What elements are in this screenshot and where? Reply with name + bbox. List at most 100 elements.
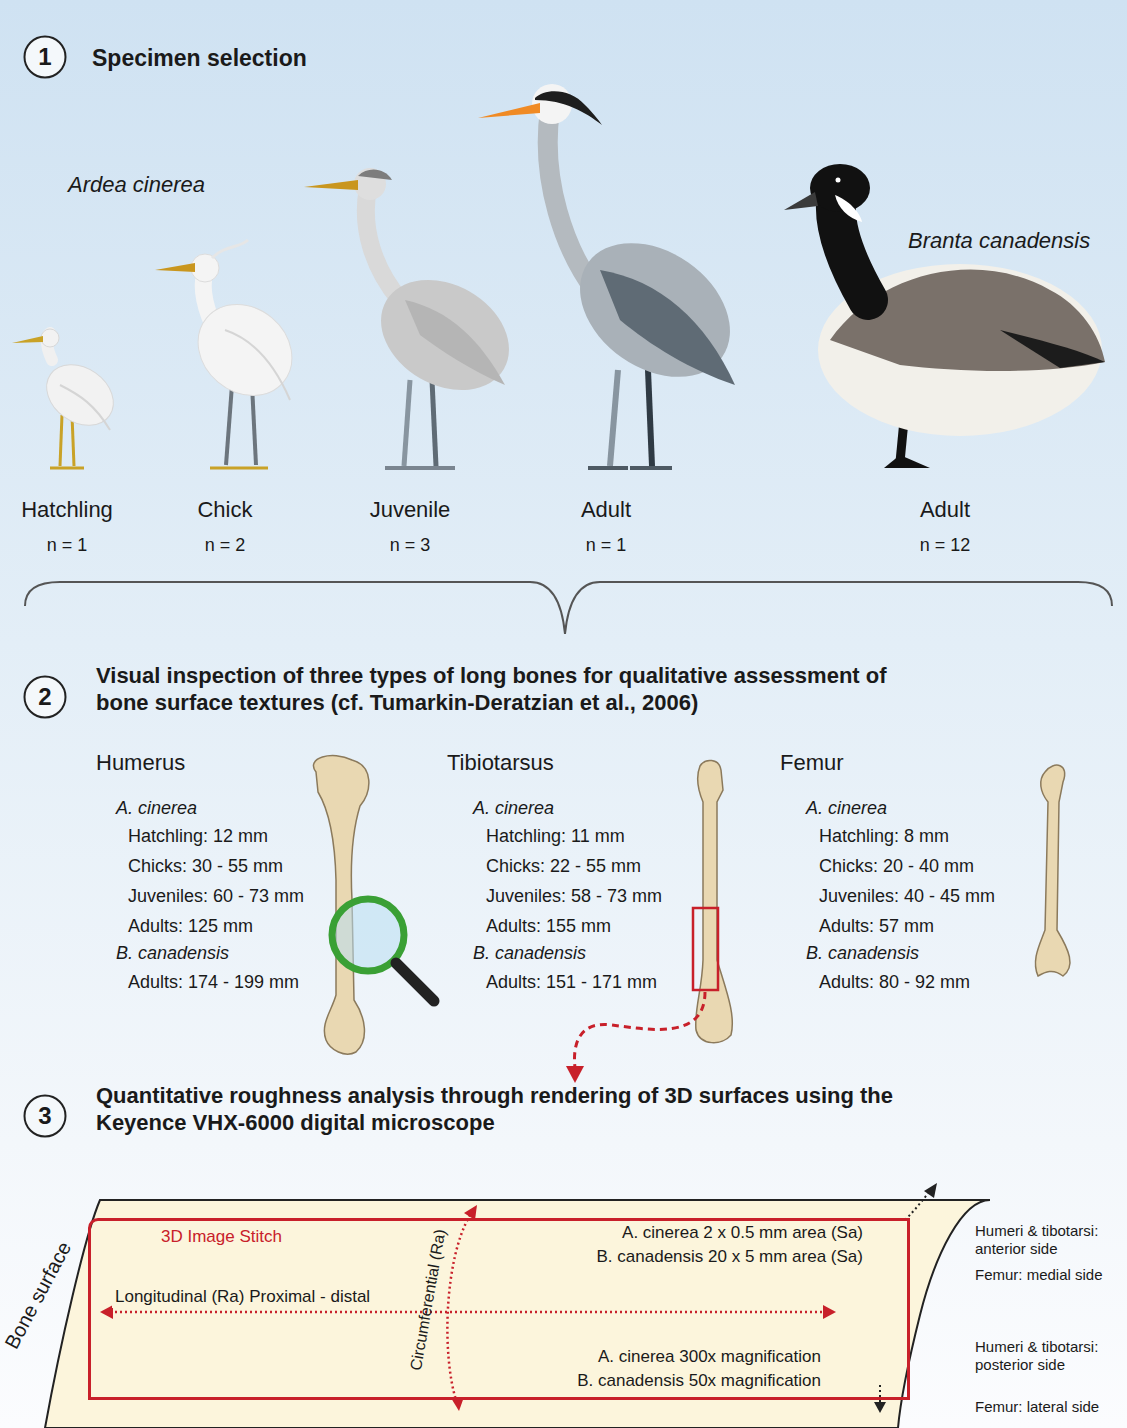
illustration-part [600,270,735,385]
illustration-part [358,170,392,180]
species-name: B. canadensis [806,943,996,965]
step-number-circle: 2 [23,675,67,719]
area-text: 3D Image Stitch [161,1227,361,1248]
annotation-text: Chick [165,497,285,524]
illustration-part [588,466,672,470]
annotation-text: Femur [780,750,980,777]
annotation-text: n = 12 [895,535,995,557]
illustration-part [252,385,256,465]
species-name: Ardea cinerea [68,172,318,199]
illustration-part [648,370,652,466]
illustration-part [225,330,290,400]
annotation-text: Adult [885,497,1005,524]
sheet-shape [45,1200,990,1428]
sample-area-marker [693,908,718,990]
illustration-part [155,263,195,272]
femur-bone [1035,765,1070,976]
annotation-text: Adults: 57 mm [819,916,1029,938]
arrow-head [823,1305,836,1319]
annotation-text: Adults: 174 - 199 mm [128,972,328,994]
annotation-text: Chicks: 30 - 55 mm [128,856,328,878]
illustration-part [385,466,455,470]
annotation-text: Adults: 80 - 92 mm [819,972,1029,994]
circle-shape [25,37,66,78]
annotation-text: Humerus [96,750,296,777]
annotation-text: Humeri & tibotarsi: posterior side [975,1338,1123,1375]
illustration-part [555,215,756,404]
illustration-part [35,352,125,438]
illustration-part [361,258,529,413]
step-number: 1 [38,43,51,71]
annotation-text: Chicks: 22 - 55 mm [486,856,686,878]
species-name: Branta canadensis [908,228,1122,255]
annotation-text: Adults: 155 mm [486,916,686,938]
arrow-head [924,1183,937,1198]
section-heading: Specimen selection [92,44,692,72]
illustration-part [60,415,62,466]
step-number: 2 [38,683,51,711]
annotation-text: Juvenile [350,497,470,524]
illustration-part [836,178,841,183]
annotation-text: n = 1 [556,535,656,557]
annotation-text: Hatchling: 12 mm [128,826,328,848]
illustration-part [226,385,232,465]
annotation-text: Adults: 125 mm [128,916,328,938]
side-arrow [905,1191,930,1220]
circle-shape [25,1096,66,1137]
annotation-text: Chicks: 20 - 40 mm [819,856,1029,878]
illustration-part [210,467,268,470]
annotation-text: Tibiotarsus [447,750,647,777]
circumferential-arrow [447,1215,470,1400]
illustration-part [41,329,59,347]
illustration-part [50,467,84,470]
circle-shape [25,677,66,718]
species-name: B. canadensis [116,943,306,965]
pointer-arrow [574,992,705,1068]
arrow-head [874,1402,886,1413]
illustration-part [191,254,219,282]
annotation-text: Longitudinal (Ra) Proximal - distal [112,1287,373,1308]
illustration-part [12,336,43,343]
illustration-part [836,190,868,300]
species-name: A. cinerea [806,798,996,820]
annotation-text: n = 3 [360,535,460,557]
annotation-text: Hatchling: 11 mm [486,826,686,848]
canada-goose [784,164,1105,468]
illustration-part [535,91,602,125]
juvenile-bird [304,168,529,468]
illustration-part [784,192,818,210]
illustration-part [405,300,505,385]
annotation-text: Juveniles: 60 - 73 mm [128,886,328,908]
illustration-part [180,286,311,415]
section-heading: Visual inspection of three types of long… [96,663,926,717]
illustration-part [884,455,930,468]
area-text: A. cinerea 300x magnification [491,1347,821,1368]
illustration-part [304,180,358,190]
species-name: A. cinerea [473,798,663,820]
illustration-part [432,380,436,466]
annotation-text: Adults: 151 - 171 mm [486,972,686,994]
annotation-text: Humeri & tibotarsi: anterior side [975,1222,1123,1259]
step-number: 3 [38,1102,51,1130]
illustration-part [478,103,540,118]
adult-heron [478,84,755,468]
illustration-part [610,370,618,466]
chick-bird [155,240,310,468]
image-stitch-area: 3D Image StitchA. cinerea 2 x 0.5 mm are… [88,1218,910,1400]
grouping-brace [25,582,1112,634]
annotation-text: n = 2 [175,535,275,557]
illustration-part [212,240,248,258]
annotation-text: Femur: lateral side [975,1398,1123,1416]
illustration-part [60,385,110,430]
arrow-head [566,1066,584,1083]
illustration-part [404,380,410,466]
bone-surface-sheet: Bone surface3D Image StitchA. cinerea 2 … [0,1195,1127,1428]
annotation-text: n = 1 [17,535,117,557]
annotation-text: Hatchling: 8 mm [819,826,1029,848]
area-text: B. canadensis 50x magnification [491,1371,821,1392]
tibiotarsus-bone [696,760,733,1042]
annotation-text: Femur: medial side [975,1266,1123,1284]
annotation-text: Juveniles: 40 - 45 mm [819,886,1029,908]
annotation-text: Adult [546,497,666,524]
hatchling-bird [12,329,125,468]
